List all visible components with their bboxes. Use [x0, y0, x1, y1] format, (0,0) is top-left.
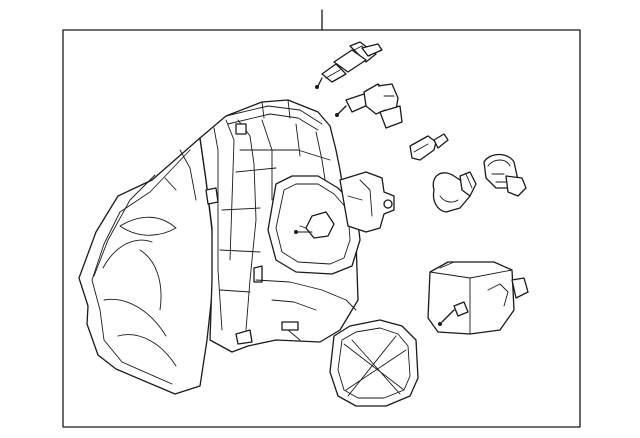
access-cover-gasket — [329, 319, 419, 407]
leveling-motor — [427, 261, 529, 335]
h7-bulb — [315, 41, 383, 89]
h11-bulb-with-socket — [335, 83, 403, 129]
wedge-bulb — [409, 133, 449, 161]
headlamp-housing — [78, 99, 395, 395]
assembly-frame — [62, 29, 581, 428]
turn-signal-bulb — [432, 171, 477, 213]
bulb-socket — [483, 153, 527, 197]
